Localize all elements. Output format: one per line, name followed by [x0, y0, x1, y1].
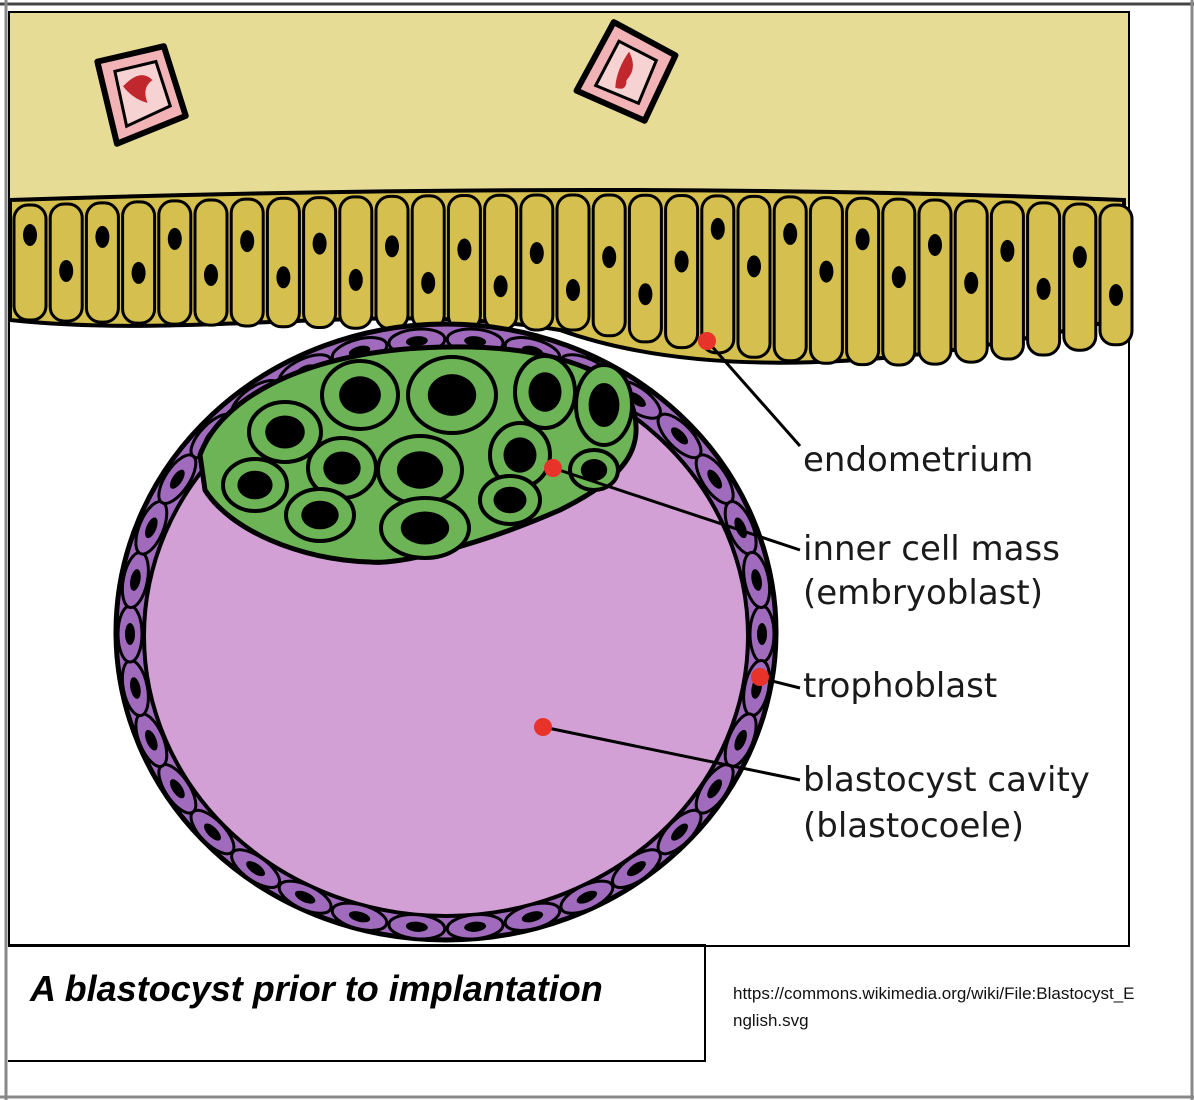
endometrium-cell-nucleus [132, 262, 146, 284]
label-inner-cell-mass: inner cell mass [803, 527, 1060, 571]
endometrium-cell-nucleus [638, 283, 652, 305]
endometrium-cell-nucleus [892, 266, 906, 288]
label-blastocoele: (blastocoele) [803, 804, 1024, 848]
endometrium-cell-nucleus [747, 255, 761, 277]
endometrium-cell-nucleus [711, 218, 725, 240]
trophoblast-cell-nucleus [757, 623, 767, 645]
label-trophoblast: trophoblast [803, 664, 997, 708]
endometrium-cell [86, 203, 118, 322]
endometrium-cell [1064, 204, 1096, 350]
source-link[interactable]: https://commons.wikimedia.org/wiki/File:… [733, 980, 1143, 1034]
endometrium-cell [919, 200, 951, 364]
endometrium-cell-nucleus [566, 279, 580, 301]
endometrium-cell [991, 202, 1023, 359]
endometrium-cell-nucleus [276, 266, 290, 288]
inner-cell-nucleus [339, 376, 381, 413]
endometrium-cell [195, 200, 227, 325]
endometrium-cell-nucleus [1073, 246, 1087, 268]
endometrium-cell-nucleus [168, 228, 182, 250]
endometrium-cell [1100, 205, 1132, 345]
endometrium-cell-nucleus [204, 264, 218, 286]
endometrium-cell-nucleus [602, 246, 616, 268]
endometrium-cell [304, 198, 336, 328]
caption-box: A blastocyst prior to implantation [8, 944, 706, 1062]
inner-cell-nucleus [529, 372, 562, 412]
endometrium-cell-nucleus [1109, 284, 1123, 306]
endometrium-cell [629, 195, 661, 342]
inner-cell-nucleus [237, 471, 272, 500]
inner-cell-nucleus [397, 451, 443, 488]
endometrium-cell-nucleus [59, 260, 73, 282]
endometrium-cell-nucleus [349, 269, 363, 291]
endometrium-cell [774, 197, 806, 361]
trophoblast-cell-nucleus [125, 623, 135, 645]
caption: A blastocyst prior to implantation [30, 968, 603, 1010]
trophoblast-marker [751, 668, 769, 686]
endometrium-cell [557, 195, 589, 330]
endometrium-cell-nucleus [783, 223, 797, 245]
inner-cell-nucleus [323, 452, 360, 485]
inner-cell-mass-marker [544, 459, 562, 477]
blastocyst-cavity-marker [534, 718, 552, 736]
endometrium-cell-nucleus [240, 230, 254, 252]
endometrium-cell-nucleus [95, 226, 109, 248]
endometrium-cell [159, 201, 191, 324]
endometrium-cell-nucleus [313, 233, 327, 255]
endometrium-cell [485, 195, 517, 330]
endometrium-cell-nucleus [819, 261, 833, 283]
inner-cell-nucleus [401, 512, 449, 545]
label-embryoblast: (embryoblast) [803, 571, 1043, 615]
endometrium-cell [847, 198, 879, 364]
endometrium-marker [698, 332, 716, 350]
endometrium-cell-nucleus [1000, 240, 1014, 262]
endometrium-cell [231, 199, 263, 326]
inner-cell-nucleus [494, 487, 527, 513]
endometrium-cell-nucleus [494, 275, 508, 297]
endometrium-cell [376, 196, 408, 328]
endometrium-cell [14, 205, 46, 320]
inner-cell-nucleus [265, 416, 305, 449]
inner-cell-nucleus [589, 383, 620, 427]
endometrium-cell-nucleus [675, 250, 689, 272]
endometrium-cell-nucleus [23, 224, 37, 246]
endometrium-cell-nucleus [385, 235, 399, 257]
inner-cell-nucleus [301, 501, 338, 530]
endometrium-cell-nucleus [457, 238, 471, 260]
endometrium-cell-nucleus [1037, 278, 1051, 300]
endometrium-cell-nucleus [530, 242, 544, 264]
endometrium-cell [412, 196, 444, 329]
endometrium-cell-nucleus [856, 228, 870, 250]
endometrium-cell-nucleus [421, 272, 435, 294]
inner-cell-nucleus [428, 374, 476, 416]
endometrium-cell-nucleus [964, 272, 978, 294]
label-blastocyst-cavity: blastocyst cavity [803, 758, 1090, 802]
inner-cell-nucleus [504, 437, 537, 472]
endometrium-cell [340, 197, 372, 328]
endometrium-cell [267, 198, 299, 326]
endometrium-cell [448, 195, 480, 329]
label-endometrium: endometrium [803, 438, 1033, 482]
endometrium-cell-nucleus [928, 234, 942, 256]
